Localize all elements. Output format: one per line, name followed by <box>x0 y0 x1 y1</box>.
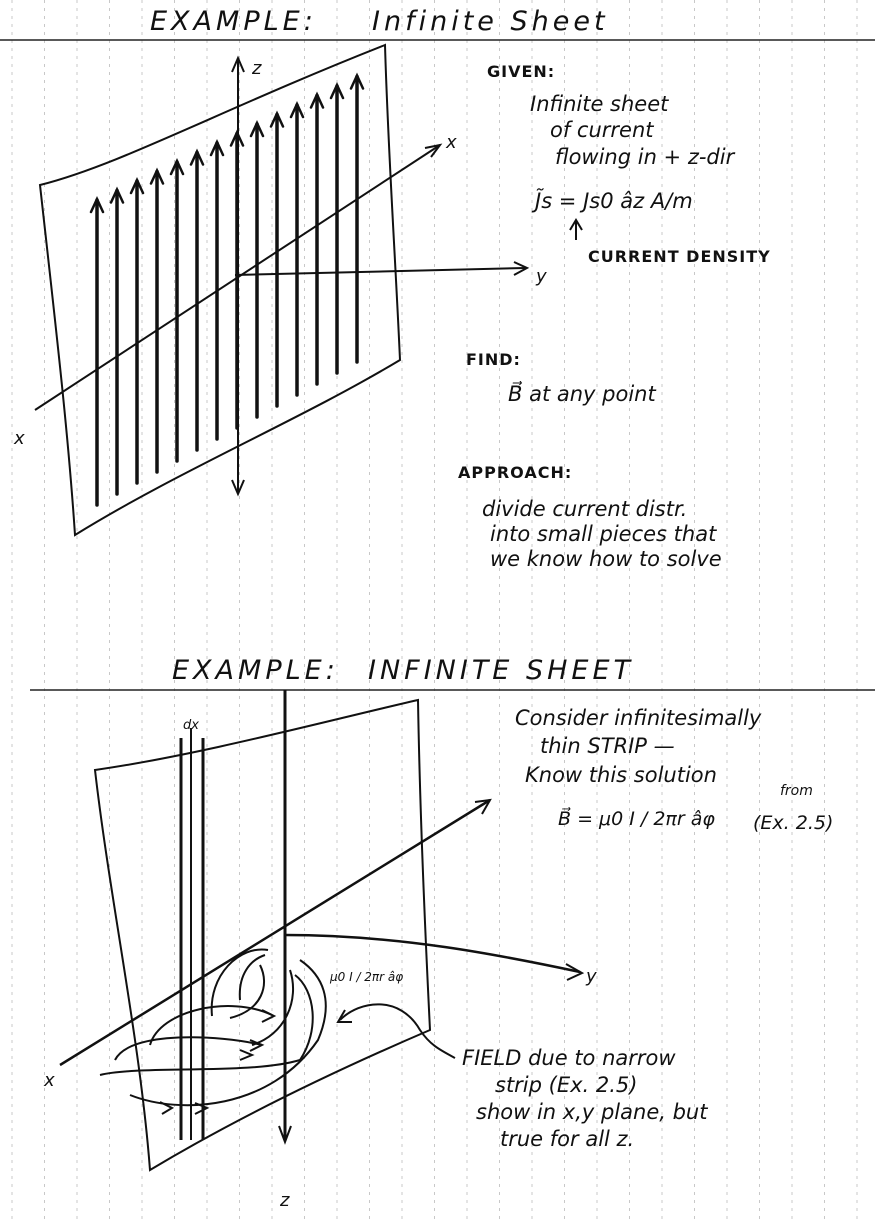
top-axis-y-label: y <box>536 266 547 287</box>
current-arrow-head <box>209 139 225 157</box>
current-arrow-head <box>149 167 165 185</box>
field-note-line-3: show in x,y plane, but <box>476 1100 708 1124</box>
given-line-2: of current <box>550 118 654 142</box>
current-arrow-head <box>309 91 325 109</box>
given-line-1: Infinite sheet <box>530 92 669 116</box>
dx-label: dx <box>183 718 199 733</box>
bottom-axis-y-label: y <box>586 966 597 987</box>
field-note-line-2: strip (Ex. 2.5) <box>495 1073 638 1097</box>
bottom-axis-x-label: x <box>44 1070 55 1091</box>
approach-line-1: divide current distr. <box>482 497 688 521</box>
top-axis-x-label: x <box>446 132 457 153</box>
sheet-diagram-top <box>34 43 530 537</box>
current-arrow-head <box>189 148 205 166</box>
current-arrow-head <box>89 196 105 214</box>
top-title: Infinite Sheet <box>372 6 609 37</box>
js-formula: J̃s = Js0 âz A/m <box>535 189 693 213</box>
current-arrow-head <box>249 120 265 138</box>
bottom-axis-z-label: z <box>280 1190 290 1211</box>
approach-heading: APPROACH: <box>458 463 573 482</box>
given-heading: GIVEN: <box>487 62 556 81</box>
current-density-label: CURRENT DENSITY <box>588 247 771 266</box>
current-arrow-head <box>109 186 125 204</box>
consider-line-1: Consider infinitesimally <box>515 706 762 730</box>
bottom-title-prefix: EXAMPLE: <box>172 655 339 686</box>
approach-line-2: into small pieces that <box>490 522 717 546</box>
bottom-title: INFINITE SHEET <box>368 655 635 686</box>
find-line: B⃗ at any point <box>508 382 656 406</box>
from-ref: (Ex. 2.5) <box>753 812 834 834</box>
field-note-line-1: FIELD due to narrow <box>462 1046 676 1070</box>
top-axis-z-label: z <box>252 58 262 79</box>
top-title-prefix: EXAMPLE: <box>150 6 317 37</box>
consider-line-3: Know this solution <box>525 763 717 787</box>
consider-line-2: thin STRIP — <box>540 734 675 758</box>
given-line-3: flowing in + z-dir <box>555 145 735 169</box>
from-label: from <box>780 783 813 799</box>
current-arrow-head <box>269 110 285 128</box>
b-field-formula: B⃗ = μ0 I / 2πr âφ <box>558 808 715 830</box>
top-axis-x-neg-label: x <box>14 428 25 449</box>
current-arrow-head <box>229 129 245 147</box>
current-arrow-head <box>289 101 305 119</box>
current-arrow-head <box>169 158 185 176</box>
find-heading: FIND: <box>466 350 521 369</box>
current-arrow-head <box>129 177 145 195</box>
field-annotation: μ0 I / 2πr âφ <box>330 970 404 984</box>
js-pointer-arrow <box>569 218 583 240</box>
current-arrow-head <box>349 72 365 90</box>
current-arrow-head <box>329 82 345 100</box>
approach-line-3: we know how to solve <box>490 547 722 571</box>
field-note-line-4: true for all z. <box>500 1127 635 1151</box>
